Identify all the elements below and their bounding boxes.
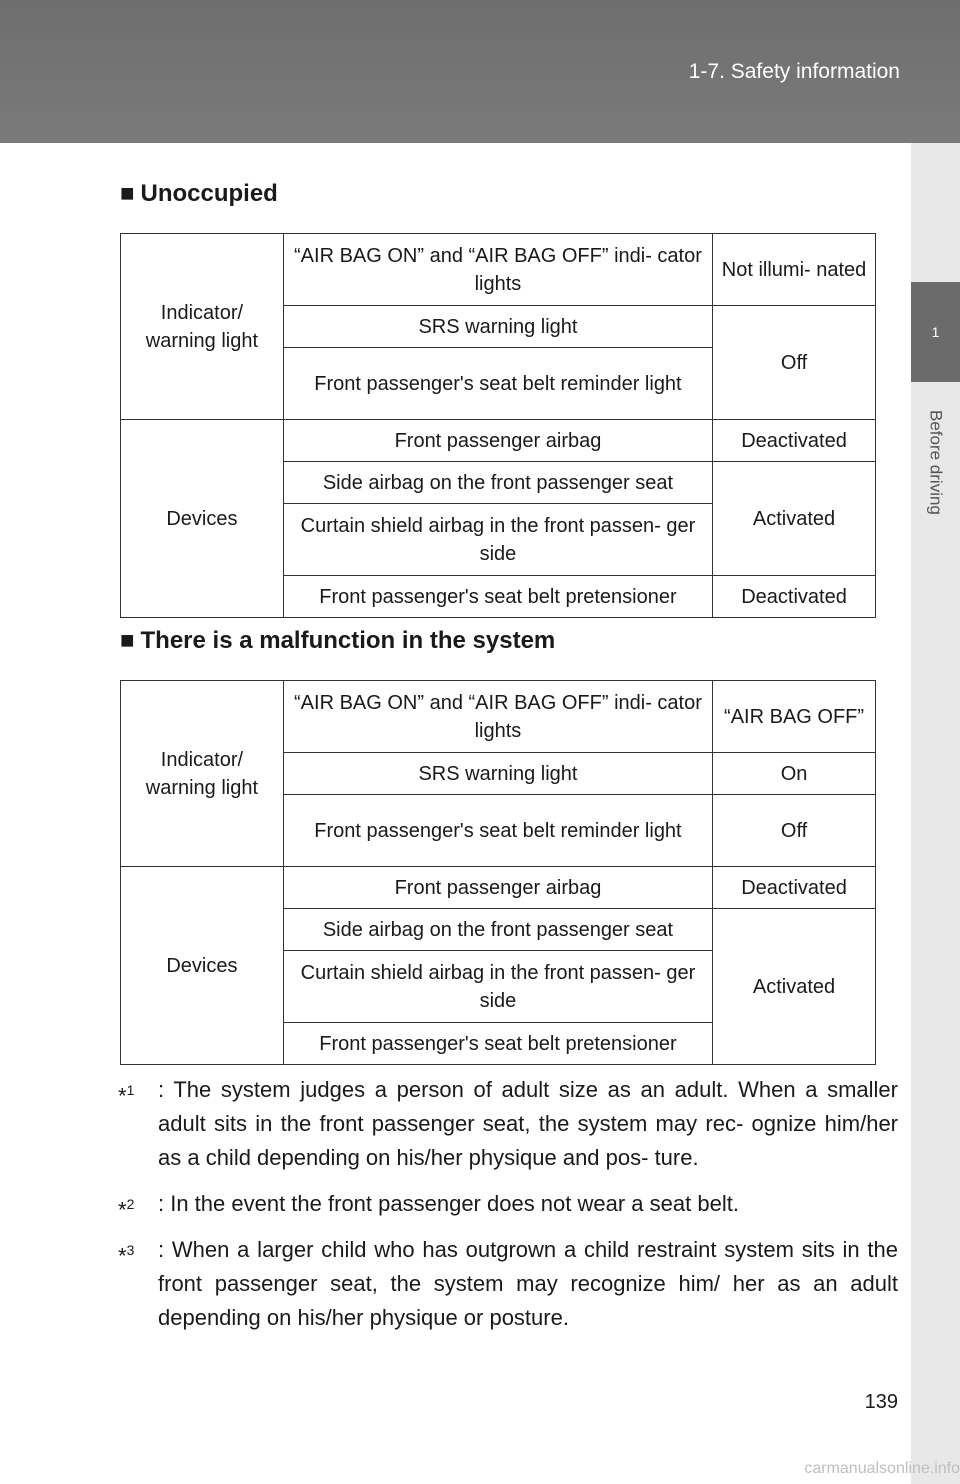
side-curtain-state: Activated — [712, 461, 876, 576]
footnote-text: : The system judges a person of adult si… — [158, 1077, 898, 1170]
srs-light: SRS warning light — [282, 305, 714, 348]
front-airbag-state: Deactivated — [712, 866, 876, 909]
footnote-text: : In the event the front passenger does … — [158, 1191, 739, 1216]
seatbelt-state: Off — [712, 794, 876, 867]
footnotes: *1 : The system judges a person of adult… — [118, 1073, 898, 1347]
pretensioner: Front passenger's seat belt pretensioner — [282, 1022, 714, 1065]
footnote-1: *1 : The system judges a person of adult… — [118, 1073, 898, 1175]
airbag-lights: “AIR BAG ON” and “AIR BAG OFF” indi- cat… — [282, 680, 714, 753]
front-airbag: Front passenger airbag — [282, 866, 714, 909]
indicator-label: Indicator/ warning light — [120, 680, 284, 867]
airbag-lights-state: Not illumi- nated — [712, 233, 876, 306]
footnote-text: : When a larger child who has outgrown a… — [158, 1237, 898, 1330]
curtain-airbag: Curtain shield airbag in the front passe… — [282, 503, 714, 576]
srs-state: On — [712, 752, 876, 795]
footnote-2: *2 : In the event the front passenger do… — [118, 1187, 898, 1222]
footnote-mark: *1 — [118, 1082, 135, 1109]
seatbelt-reminder: Front passenger's seat belt reminder lig… — [282, 794, 714, 867]
section-heading-malfunction: ■There is a malfunction in the system — [120, 627, 556, 654]
indicator-label: Indicator/ warning light — [120, 233, 284, 420]
airbag-lights: “AIR BAG ON” and “AIR BAG OFF” indi- cat… — [282, 233, 714, 306]
footnote-mark: *3 — [118, 1242, 135, 1269]
seatbelt-reminder: Front passenger's seat belt reminder lig… — [282, 347, 714, 420]
srs-light: SRS warning light — [282, 752, 714, 795]
header-band: 1-7. Safety information — [0, 0, 960, 143]
pretensioner: Front passenger's seat belt pretensioner — [282, 575, 714, 618]
devices-label: Devices — [120, 866, 284, 1065]
devices-label: Devices — [120, 419, 284, 618]
watermark: carmanualsonline.info — [804, 1460, 960, 1477]
square-bullet-icon: ■ — [120, 627, 135, 654]
curtain-airbag: Curtain shield airbag in the front passe… — [282, 950, 714, 1023]
chapter-tab: Before driving — [911, 382, 960, 542]
page-number: 139 — [864, 1391, 898, 1413]
pretensioner-state: Deactivated — [712, 575, 876, 618]
section-heading-unoccupied: ■Unoccupied — [120, 180, 278, 207]
others-state: Activated — [712, 908, 876, 1065]
square-bullet-icon: ■ — [120, 180, 135, 207]
airbag-lights-state: “AIR BAG OFF” — [712, 680, 876, 753]
srs-seatbelt-state: Off — [712, 305, 876, 420]
side-airbag: Side airbag on the front passenger seat — [282, 908, 714, 951]
status-table-malfunction: Indicator/ warning light “AIR BAG ON” an… — [120, 680, 876, 1065]
section-title: 1-7. Safety information — [688, 60, 900, 83]
side-airbag: Side airbag on the front passenger seat — [282, 461, 714, 504]
front-airbag-state: Deactivated — [712, 419, 876, 462]
footnote-3: *3 : When a larger child who has outgrow… — [118, 1233, 898, 1335]
status-table-unoccupied: Indicator/ warning light “AIR BAG ON” an… — [120, 233, 876, 618]
front-airbag: Front passenger airbag — [282, 419, 714, 462]
chapter-tab-label: Before driving — [926, 409, 946, 515]
footnote-mark: *2 — [118, 1196, 135, 1223]
chapter-tab-number[interactable]: 1 — [911, 282, 960, 382]
